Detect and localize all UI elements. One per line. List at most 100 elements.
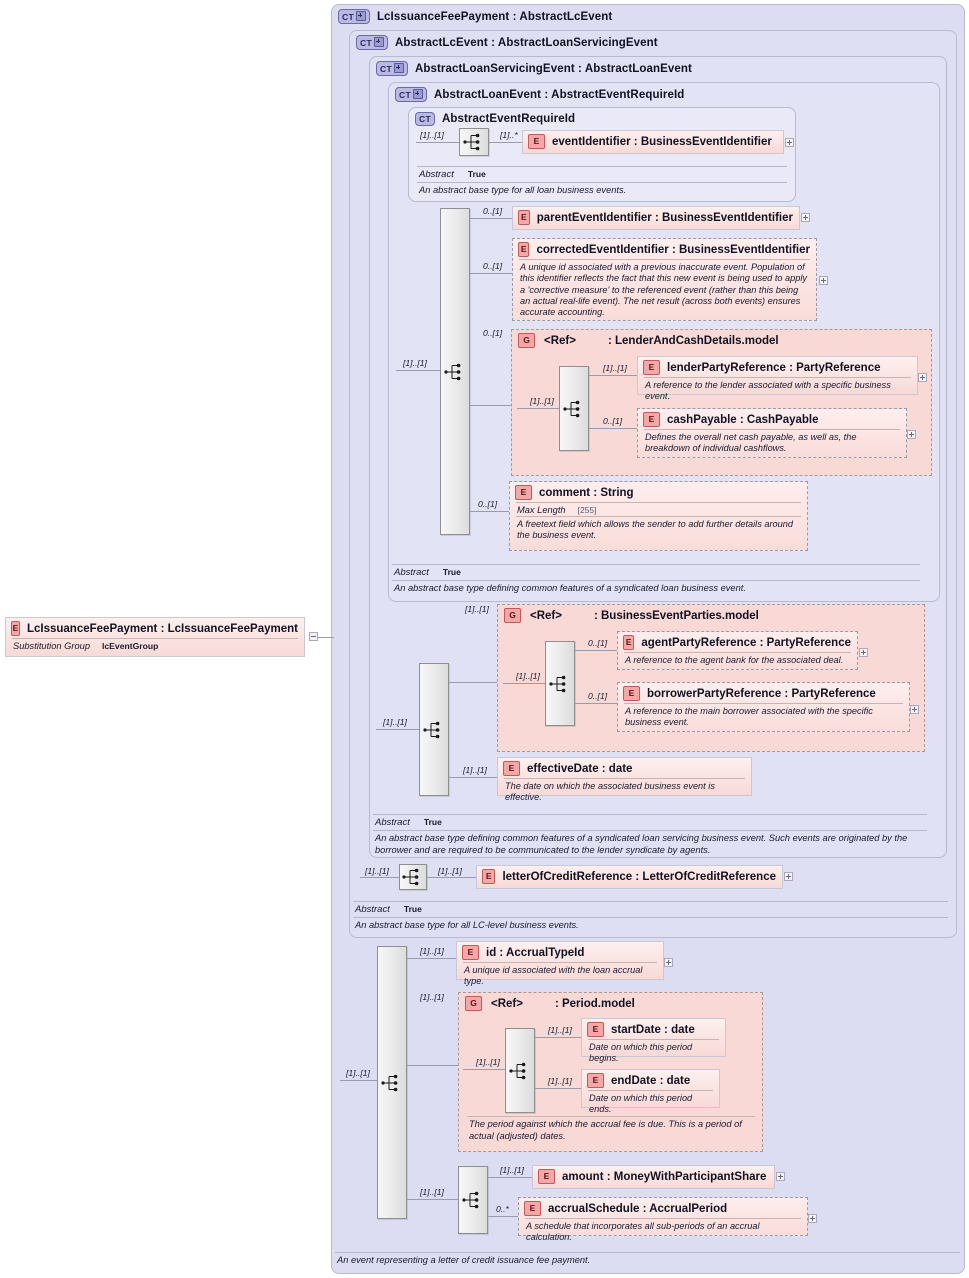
expand-amount-icon[interactable]: [776, 1172, 785, 1181]
sequence-compositor-lenderandcash[interactable]: [559, 366, 589, 451]
abstract-key: Abstract: [355, 904, 390, 915]
abstract-value: True: [467, 169, 486, 179]
sequence-icon: [381, 1074, 398, 1091]
element-id-header: E id : AccrualTypeId: [457, 942, 663, 962]
expand-borrowerpartyreference-icon[interactable]: [910, 705, 919, 714]
container-title: AbstractEventRequireId: [441, 113, 576, 125]
element-eventidentifier[interactable]: E eventIdentifier : BusinessEventIdentif…: [522, 130, 784, 154]
complextype-badge-icon[interactable]: CT: [415, 112, 435, 126]
substitution-group-row: Substitution Group lcEventGroup: [6, 639, 304, 652]
element-effectivedate[interactable]: E effectiveDate : date The date on which…: [497, 757, 752, 802]
expand-cashpayable-icon[interactable]: [907, 430, 916, 439]
abstract-row: Abstract True: [417, 167, 787, 182]
cardinality-accrualschedule: 0..*: [496, 1204, 509, 1214]
element-accrualschedule-title: accrualSchedule : AccrualPeriod: [548, 1202, 728, 1215]
connector-root-to-container: [318, 637, 334, 638]
connector-in-period: [463, 1069, 505, 1070]
complextype-expand-badge-icon[interactable]: CT: [338, 9, 370, 24]
element-id[interactable]: E id : AccrualTypeId A unique id associa…: [456, 941, 664, 986]
abstract-row: Abstract True: [373, 815, 927, 830]
element-correctedeventidentifier-header: E correctedEventIdentifier : BusinessEve…: [513, 239, 816, 259]
expand-letterofcreditreference-icon[interactable]: [784, 872, 793, 881]
element-borrowerpartyreference[interactable]: E borrowerPartyReference : PartyReferenc…: [617, 682, 910, 732]
sequence-compositor-requireid[interactable]: [459, 128, 489, 156]
element-amount[interactable]: E amount : MoneyWithParticipantShare: [532, 1165, 775, 1189]
sequence-icon: [444, 363, 461, 380]
connector-startdate: [535, 1037, 581, 1038]
expand-lenderpartyreference-icon[interactable]: [918, 373, 927, 382]
sequence-compositor-period[interactable]: [505, 1028, 535, 1113]
group-ref-label: <Ref>: [491, 997, 523, 1010]
element-badge-icon: E: [643, 412, 660, 427]
cardinality-servicing-in: [1]..[1]: [383, 717, 407, 727]
expand-parenteventidentifier-icon[interactable]: [801, 213, 810, 222]
connector-comment: [470, 511, 510, 512]
element-cashpayable-header: E cashPayable : CashPayable: [638, 409, 906, 429]
abstractlcevent-doc: An abstract base type for all LC-level b…: [355, 920, 579, 930]
expand-accrualschedule-icon[interactable]: [808, 1214, 817, 1223]
cardinality-enddate: [1]..[1]: [548, 1076, 572, 1086]
sequence-compositor-lcevent[interactable]: [399, 864, 427, 890]
container-title: AbstractLcEvent : AbstractLoanServicingE…: [394, 36, 658, 49]
element-badge-icon: E: [11, 621, 20, 636]
element-parenteventidentifier-header: E parentEventIdentifier : BusinessEventI…: [513, 207, 799, 227]
root-element-lcissuancefeepayment[interactable]: E LcIssuanceFeePayment : LcIssuanceFeePa…: [5, 617, 305, 657]
sequence-compositor-servicing[interactable]: [419, 663, 449, 796]
element-badge-icon: E: [587, 1022, 604, 1037]
cardinality-lenderandcashdetails: 0..[1]: [483, 328, 503, 338]
abstract-key: Abstract: [394, 567, 429, 578]
element-enddate-header: E endDate : date: [582, 1070, 719, 1090]
connector-correctedeventidentifier: [470, 273, 512, 274]
expand-correctedeventidentifier-icon[interactable]: [819, 276, 828, 285]
sequence-icon: [423, 721, 440, 738]
group-period-title: : Period.model: [554, 997, 635, 1010]
expand-id-icon[interactable]: [664, 958, 673, 967]
expand-agentpartyreference-icon[interactable]: [859, 648, 868, 657]
element-lenderpartyreference[interactable]: E lenderPartyReference : PartyReference …: [637, 356, 918, 401]
expand-eventidentifier-icon[interactable]: [785, 138, 794, 147]
container-title: AbstractLoanEvent : AbstractEventRequire…: [433, 88, 685, 101]
connector-borrowerpartyreference: [575, 703, 617, 704]
element-letterofcreditreference[interactable]: E letterOfCreditReference : LetterOfCred…: [476, 865, 783, 889]
cardinality-letterofcreditreference: [1]..[1]: [438, 866, 462, 876]
complextype-expand-badge-icon[interactable]: CT: [356, 35, 388, 50]
substitution-group-value: lcEventGroup: [102, 641, 159, 651]
group-period-doc: The period against which the accrual fee…: [469, 1119, 742, 1141]
cardinality-businesseventparties: [1]..[1]: [465, 604, 489, 614]
element-agentpartyreference[interactable]: E agentPartyReference : PartyReference A…: [617, 631, 858, 670]
element-badge-icon: E: [538, 1169, 555, 1184]
sequence-icon: [462, 1191, 479, 1209]
cardinality-root-in: [1]..[1]: [346, 1068, 370, 1078]
abstract-row: Abstract True: [392, 565, 920, 580]
element-agentpartyreference-header: E agentPartyReference : PartyReference: [618, 632, 857, 652]
sequence-compositor-amount[interactable]: [458, 1166, 488, 1234]
element-enddate[interactable]: E endDate : date Date on which this peri…: [581, 1069, 720, 1114]
element-lenderpartyreference-doc: A reference to the lender associated wit…: [645, 380, 891, 402]
sequence-compositor-loanevent[interactable]: [440, 208, 470, 535]
connector-periodmodel: [407, 1065, 459, 1066]
element-comment[interactable]: E comment : String Max Length [255] A fr…: [509, 481, 808, 551]
element-lenderpartyreference-header: E lenderPartyReference : PartyReference: [638, 357, 917, 377]
element-startdate-header: E startDate : date: [582, 1019, 725, 1039]
element-parenteventidentifier[interactable]: E parentEventIdentifier : BusinessEventI…: [512, 206, 800, 230]
element-cashpayable[interactable]: E cashPayable : CashPayable Defines the …: [637, 408, 907, 458]
sequence-compositor-root[interactable]: [377, 946, 407, 1219]
cardinality-requireid-in: [1]..[1]: [420, 130, 444, 140]
cardinality-startdate: [1]..[1]: [548, 1025, 572, 1035]
element-accrualschedule[interactable]: E accrualSchedule : AccrualPeriod A sche…: [518, 1197, 808, 1242]
element-startdate[interactable]: E startDate : date Date on which this pe…: [581, 1018, 726, 1063]
element-enddate-title: endDate : date: [611, 1074, 691, 1087]
connector-parenteventidentifier: [470, 218, 512, 219]
root-collapse-icon[interactable]: [309, 632, 318, 641]
element-cashpayable-doc: Defines the overall net cash payable, as…: [645, 432, 857, 454]
container-header-abstracteventrequireid: CT AbstractEventRequireId: [415, 112, 575, 126]
complextype-expand-badge-icon[interactable]: CT: [395, 87, 427, 102]
element-eventidentifier-title: eventIdentifier : BusinessEventIdentifie…: [552, 135, 772, 148]
group-badge-icon: G: [465, 996, 482, 1011]
cardinality-cashpayable: 0..[1]: [603, 416, 623, 426]
element-correctedeventidentifier[interactable]: E correctedEventIdentifier : BusinessEve…: [512, 238, 817, 321]
complextype-expand-badge-icon[interactable]: CT: [376, 61, 408, 76]
element-id-title: id : AccrualTypeId: [486, 946, 585, 959]
sequence-compositor-parties[interactable]: [545, 641, 575, 726]
group-badge-icon: G: [504, 608, 521, 623]
